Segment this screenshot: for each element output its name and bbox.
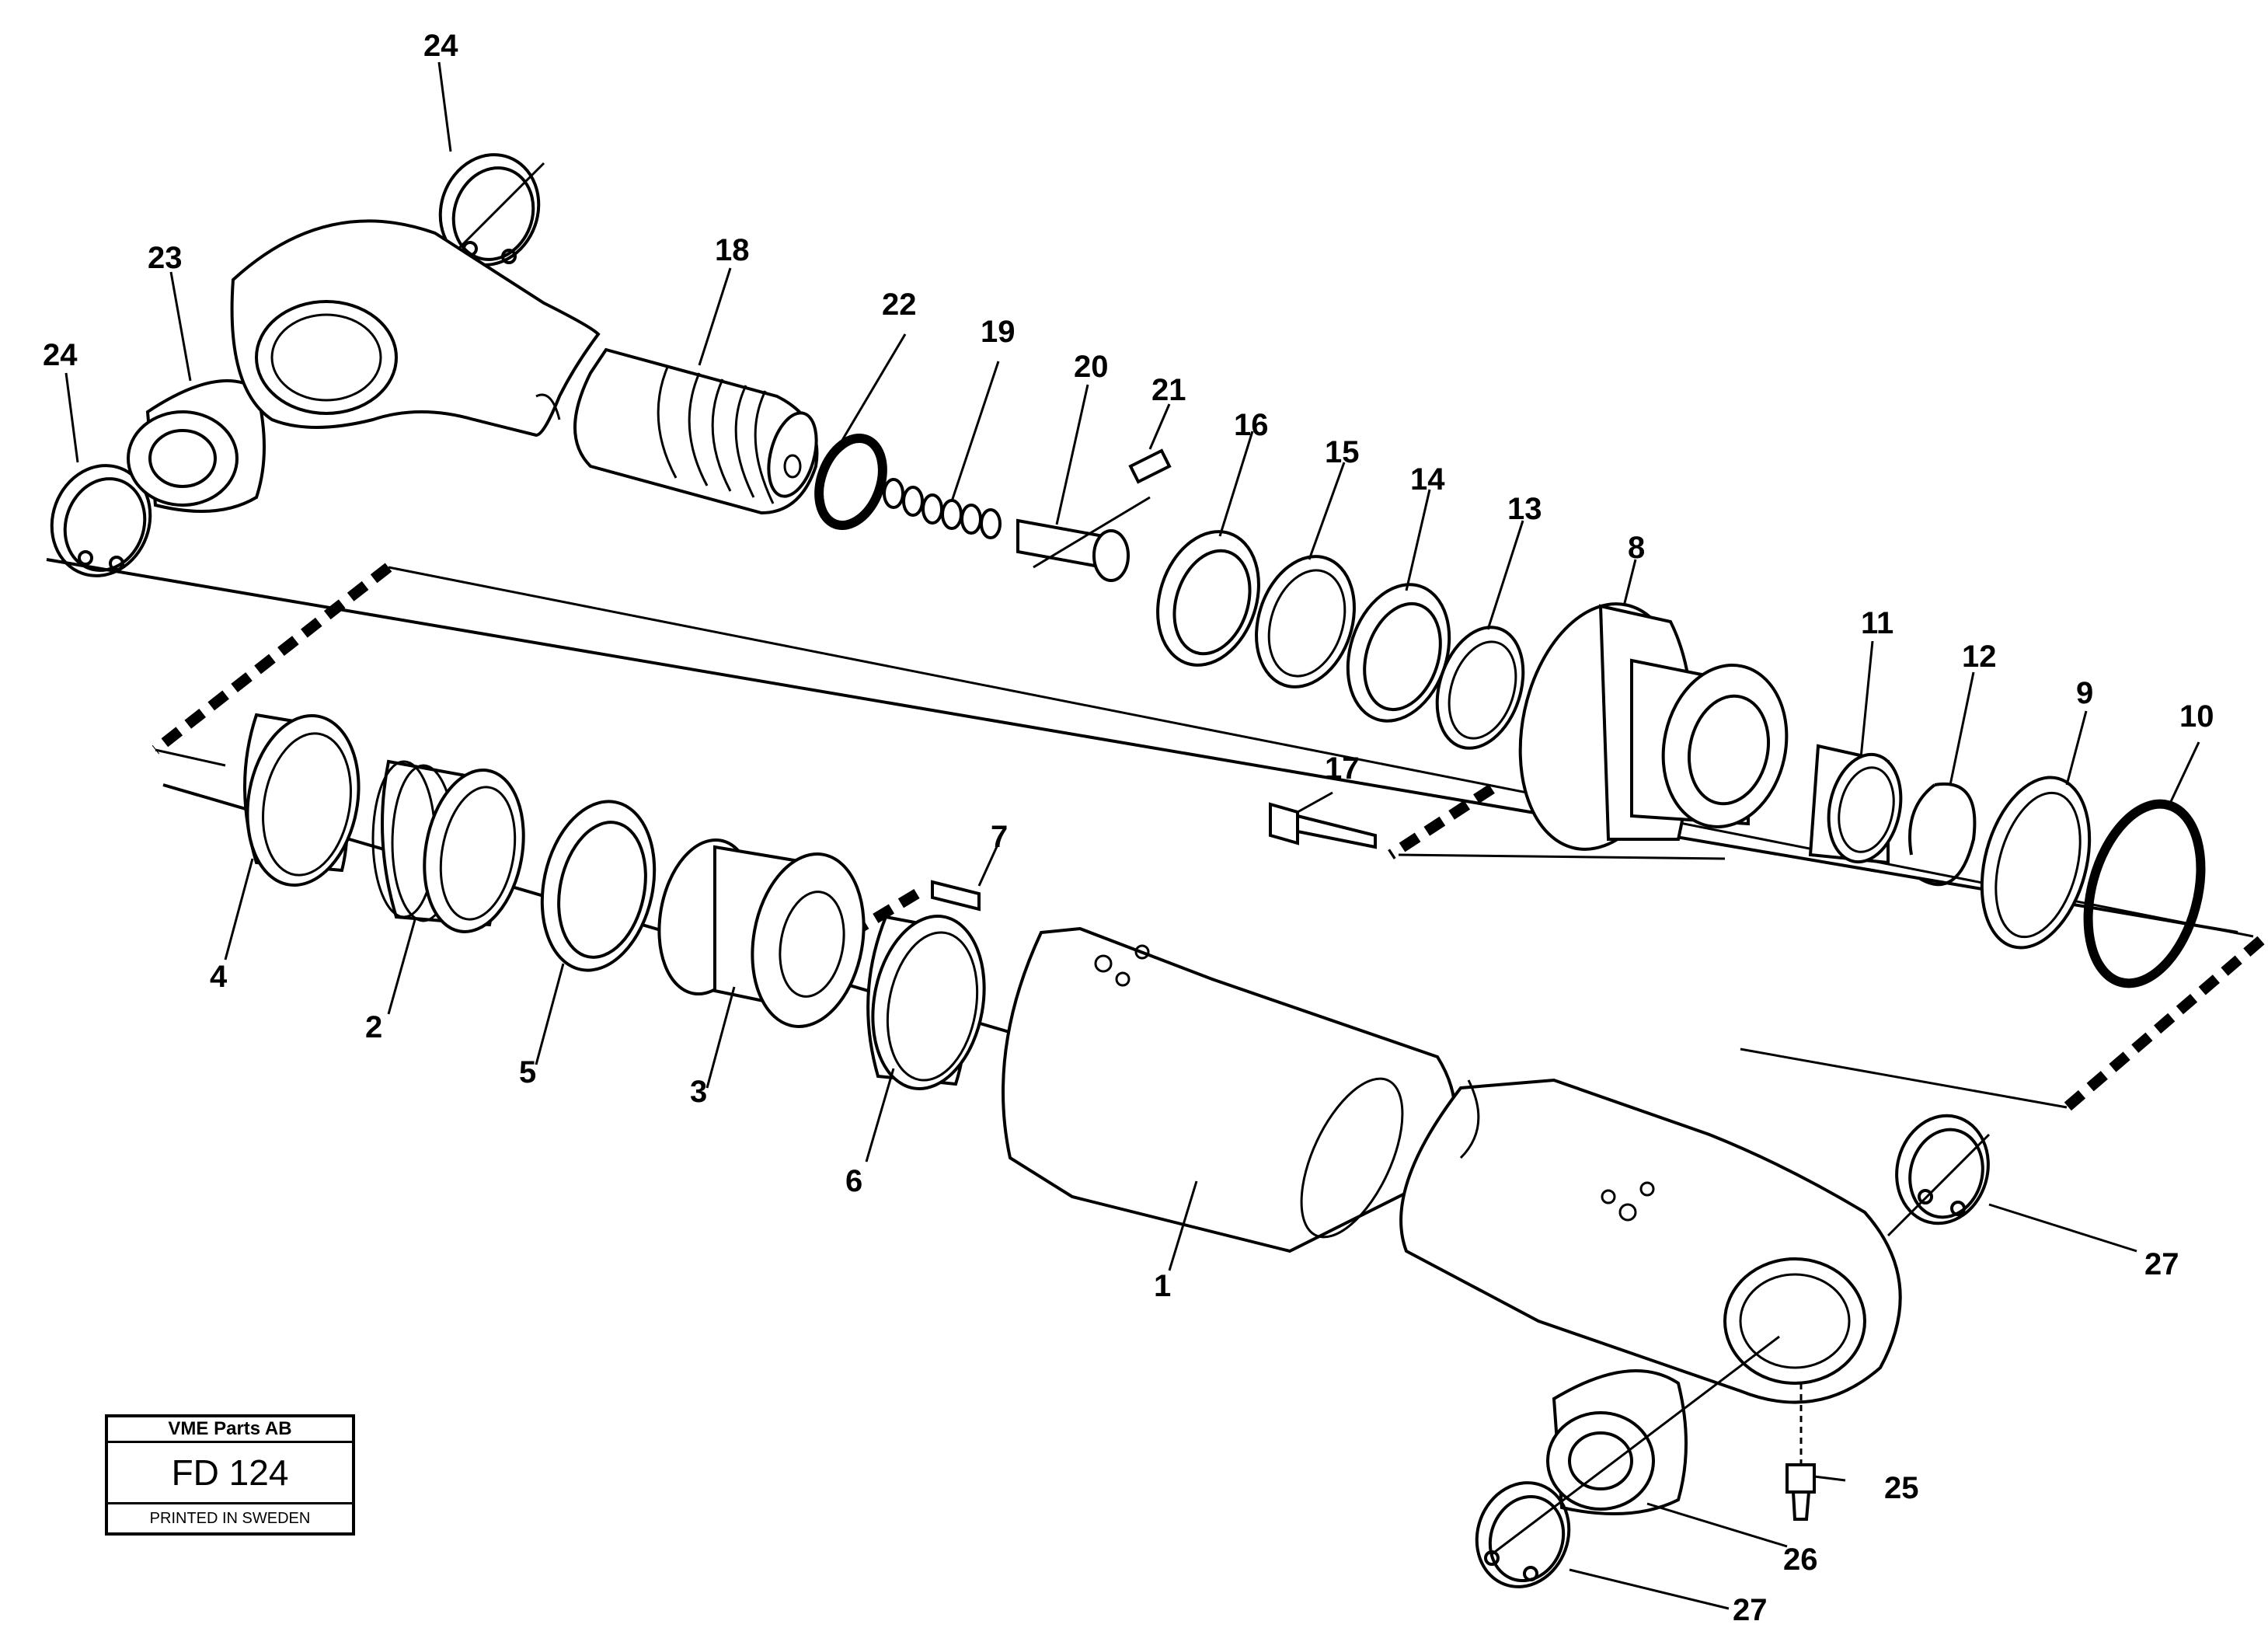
printed-note: PRINTED IN SWEDEN xyxy=(149,1510,311,1527)
o-ring-10 xyxy=(2083,799,2206,988)
part-labels: 24 24 23 18 22 19 20 21 16 15 14 13 8 11… xyxy=(43,29,2214,1627)
label-26: 26 xyxy=(1783,1543,1818,1577)
label-13: 13 xyxy=(1507,492,1542,526)
label-27-bottom: 27 xyxy=(1733,1593,1768,1627)
label-18: 18 xyxy=(715,233,750,267)
ring-14 xyxy=(1346,583,1451,723)
label-27-right: 27 xyxy=(2144,1247,2179,1281)
label-19: 19 xyxy=(981,315,1016,349)
spring-19 xyxy=(883,478,1002,539)
dashed-frame xyxy=(152,563,2265,1112)
drawing-code: FD 124 xyxy=(108,1443,352,1504)
piston-rod-eye xyxy=(230,219,601,438)
circlip-27-bottom xyxy=(1475,1481,1571,1588)
gland-3 xyxy=(657,838,866,1028)
valve-stem-20 xyxy=(1016,496,1151,582)
ring-16 xyxy=(1156,530,1260,667)
piston-rod-18 xyxy=(573,347,819,515)
label-7: 7 xyxy=(991,820,1008,854)
title-block: VME Parts AB FD 124 PRINTED IN SWEDEN xyxy=(105,1414,355,1536)
snap-ring-12 xyxy=(1908,782,1977,887)
o-ring-22 xyxy=(814,433,887,531)
cylinder-bottom-eye xyxy=(1399,1078,1902,1404)
cylinder-tube-1 xyxy=(1002,926,1457,1253)
label-3: 3 xyxy=(690,1075,707,1109)
label-21: 21 xyxy=(1151,373,1186,407)
grease-nipple-25 xyxy=(1785,1383,1816,1521)
ring-15 xyxy=(1255,555,1356,689)
label-1: 1 xyxy=(1154,1269,1171,1303)
spherical-bushing-23 xyxy=(127,379,266,513)
label-23: 23 xyxy=(148,241,183,275)
circlip-27-right xyxy=(1887,1114,1991,1237)
label-16: 16 xyxy=(1234,408,1269,442)
label-22: 22 xyxy=(882,288,917,322)
label-6: 6 xyxy=(845,1164,862,1198)
label-9: 9 xyxy=(2076,676,2093,710)
upper-axis-line xyxy=(46,558,2238,934)
ring-5 xyxy=(540,800,657,972)
ring-9 xyxy=(1980,776,2092,950)
label-24-upper: 24 xyxy=(423,29,458,63)
label-25: 25 xyxy=(1884,1471,1919,1505)
label-2: 2 xyxy=(365,1010,382,1044)
label-15: 15 xyxy=(1325,435,1360,469)
plug-7 xyxy=(931,880,981,912)
label-20: 20 xyxy=(1074,350,1109,384)
company-name: VME Parts AB xyxy=(108,1417,352,1443)
label-5: 5 xyxy=(519,1055,536,1089)
circlip-24-left xyxy=(50,464,152,577)
label-8: 8 xyxy=(1628,531,1645,565)
bushing-4 xyxy=(243,713,361,887)
cylinder-head-8 xyxy=(1518,602,1789,851)
label-14: 14 xyxy=(1410,462,1445,497)
label-24-left: 24 xyxy=(43,338,78,372)
ring-13 xyxy=(1435,626,1525,750)
label-17: 17 xyxy=(1325,751,1360,786)
label-12: 12 xyxy=(1962,640,1997,674)
bushing-6 xyxy=(866,915,986,1090)
piston-2 xyxy=(371,759,525,933)
label-10: 10 xyxy=(2179,699,2214,734)
label-11: 11 xyxy=(1861,606,1893,640)
pin-21 xyxy=(1128,448,1172,484)
spherical-bushing-26 xyxy=(1491,1335,1780,1556)
sleeve-11 xyxy=(1808,744,1903,865)
label-4: 4 xyxy=(210,960,228,994)
leader-lines xyxy=(64,61,2200,1610)
bolt-17 xyxy=(1269,802,1377,849)
